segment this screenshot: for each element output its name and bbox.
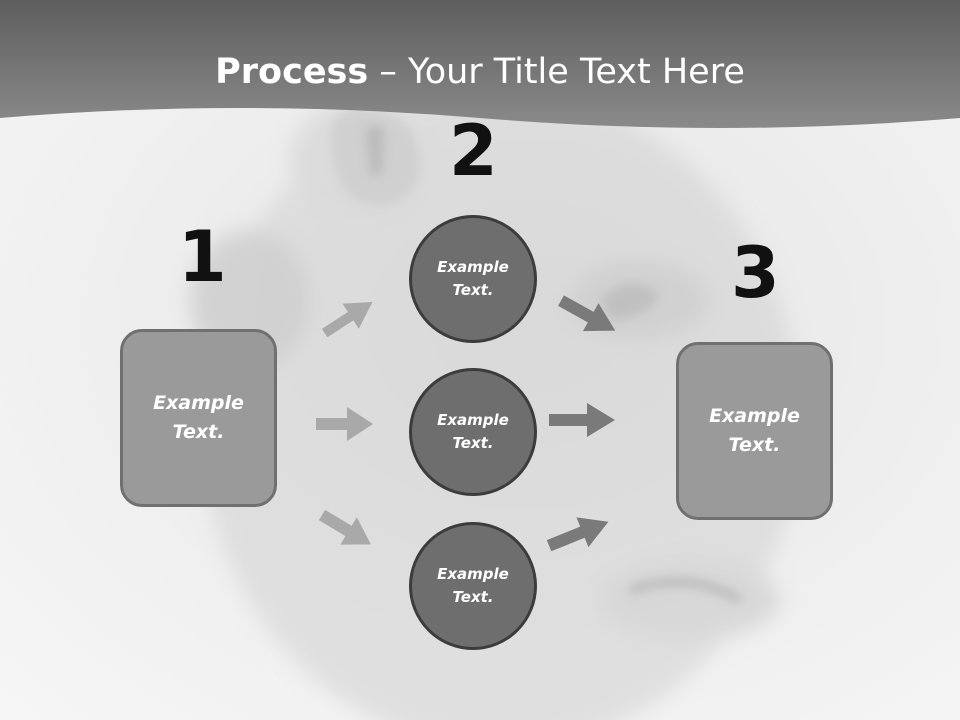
- step-number-2: 2: [449, 110, 498, 192]
- arrow-1-to-top: [321, 302, 373, 338]
- title-rest: – Your Title Text Here: [368, 52, 745, 92]
- arrow-bottom-to-3: [546, 517, 609, 552]
- title-bold: Process: [215, 52, 369, 92]
- middle-node-bottom: Example Text.: [409, 522, 537, 650]
- step-number-1: 1: [178, 216, 227, 298]
- step-number-3: 3: [731, 232, 780, 314]
- arrow-1-to-middle: [316, 407, 373, 441]
- middle-node-top: Example Text.: [409, 215, 537, 343]
- arrow-top-to-3: [558, 295, 616, 332]
- arrow-middle-to-3: [549, 403, 615, 437]
- page-title: Process – Your Title Text Here: [0, 52, 960, 92]
- step-1-box: Example Text.: [120, 329, 277, 507]
- step-3-box: Example Text.: [676, 342, 833, 520]
- arrow-1-to-bottom: [318, 509, 371, 545]
- header-banner: [0, 0, 960, 128]
- middle-node-middle: Example Text.: [409, 368, 537, 496]
